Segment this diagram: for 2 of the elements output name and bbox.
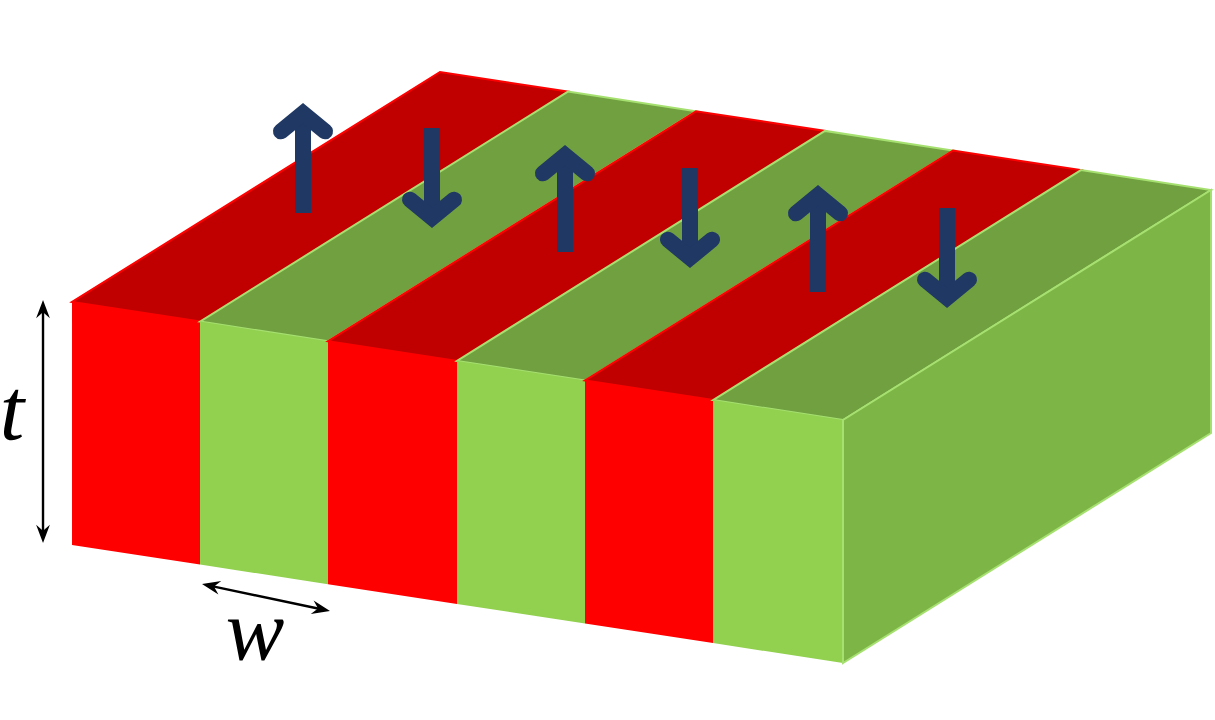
dimension-label: t	[3, 389, 26, 441]
dimension-label: w	[227, 619, 284, 661]
